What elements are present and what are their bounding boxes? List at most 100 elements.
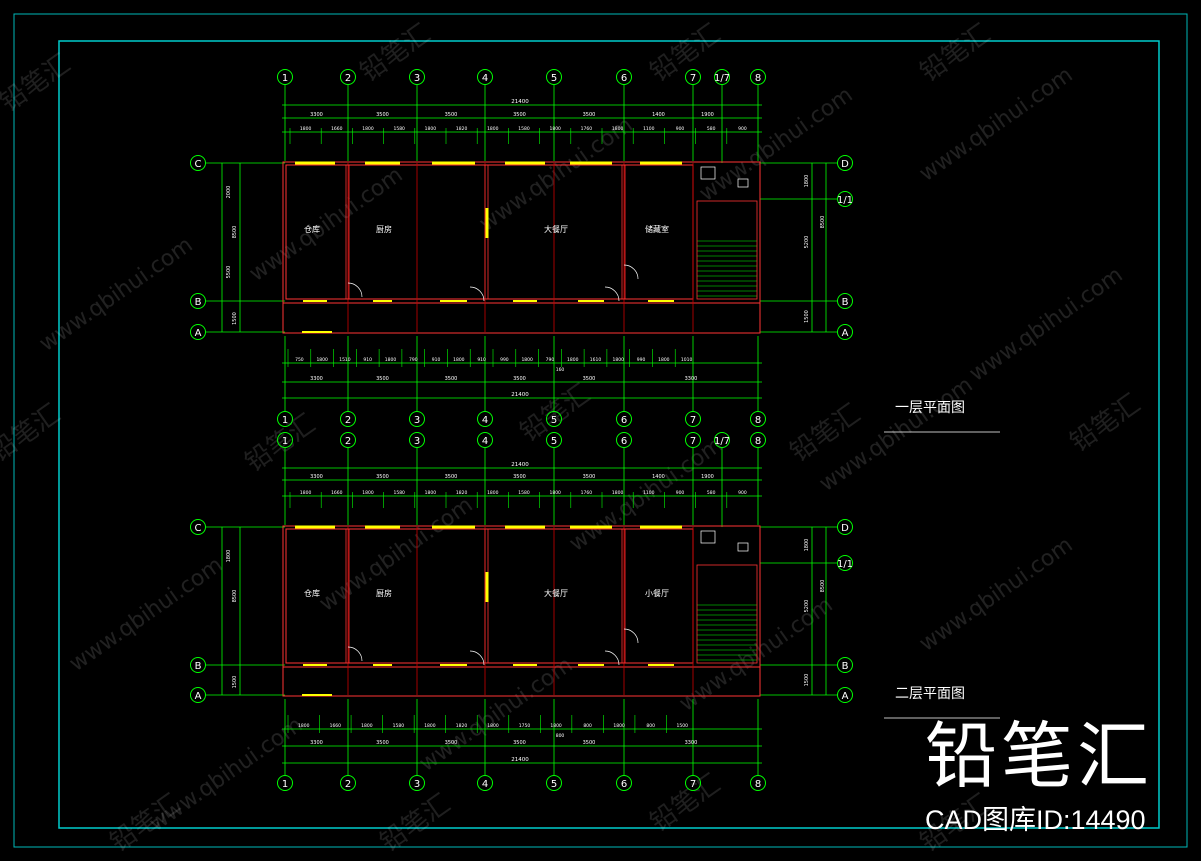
axis-circle — [837, 555, 853, 571]
axis-bubble-top: 8 — [750, 432, 766, 448]
door-arc — [469, 650, 485, 666]
dim-detail: 1100 — [643, 490, 655, 496]
axis-bubble-top: 6 — [616, 69, 632, 85]
axis-circle — [685, 69, 701, 85]
axis-label: 1/1 — [837, 559, 853, 570]
dim-detail: 1800 — [425, 490, 437, 496]
dim-detail: 1800 — [453, 357, 465, 363]
axis-label: 4 — [482, 779, 488, 790]
axis-label: C — [195, 523, 202, 534]
axis-bubble-right: A — [837, 324, 853, 340]
dim-detail: 1580 — [393, 126, 405, 132]
dim-detail: 1660 — [331, 126, 343, 132]
watermark-text: www.qbihui.com — [65, 553, 228, 677]
axis-circle — [837, 324, 853, 340]
dim-vertical: 5200 — [804, 236, 810, 249]
dim-detail: 790 — [409, 357, 418, 363]
dim-detail: 1820 — [456, 490, 468, 496]
door-arc — [604, 286, 620, 302]
axis-bubble-right: D — [837, 155, 853, 171]
partition-wall — [621, 528, 626, 664]
axis-label: 3 — [414, 73, 420, 84]
axis-circle — [685, 432, 701, 448]
axis-circle — [616, 432, 632, 448]
dim-detail: 1800 — [549, 126, 561, 132]
watermark-text: www.qbihui.com — [675, 593, 838, 717]
dim-segment: 3500 — [583, 740, 596, 746]
dim-segment: 3500 — [376, 740, 389, 746]
axis-bubble-bottom: 5 — [546, 411, 562, 427]
dim-detail: 750 — [295, 357, 304, 363]
axis-bubble-bottom: 3 — [409, 775, 425, 791]
axis-label: B — [842, 661, 849, 672]
dim-segment: 3500 — [376, 474, 389, 480]
room-label: 仓库 — [304, 588, 320, 598]
brand-id: CAD图库ID:14490 — [924, 805, 1146, 835]
dim-mid: 800 — [556, 733, 565, 739]
axis-bubble-bottom: 7 — [685, 775, 701, 791]
watermark-brand: 铅笔汇 — [375, 789, 456, 858]
dim-segment: 3500 — [583, 112, 596, 118]
axis-circle — [409, 69, 425, 85]
axis-circle — [546, 432, 562, 448]
dim-segment: 3500 — [445, 376, 458, 382]
dim-detail: 1800 — [549, 490, 561, 496]
stair — [696, 564, 758, 664]
axis-circle — [409, 432, 425, 448]
room-label: 储藏室 — [645, 224, 669, 234]
dim-segment: 3500 — [445, 474, 458, 480]
dim-detail: 1510 — [339, 357, 351, 363]
dim-total: 21400 — [511, 392, 529, 398]
dim-segment: 3300 — [310, 474, 323, 480]
stair — [696, 200, 758, 300]
axis-bubble-left: A — [190, 324, 206, 340]
sink-icon — [737, 178, 749, 188]
axis-label: 3 — [414, 779, 420, 790]
axis-label: 8 — [755, 779, 761, 790]
axis-label: D — [841, 523, 849, 534]
axis-circle — [277, 69, 293, 85]
axis-label: 7 — [690, 779, 696, 790]
axis-bubble-top: 6 — [616, 432, 632, 448]
dim-total: 21400 — [511, 462, 529, 468]
axis-label: B — [195, 661, 202, 672]
dim-detail: 900 — [738, 126, 747, 132]
axis-label: A — [842, 691, 849, 702]
door-arc — [604, 650, 620, 666]
axis-bubble-top: 1 — [277, 69, 293, 85]
dim-segment: 3500 — [583, 474, 596, 480]
dim-detail: 1800 — [487, 126, 499, 132]
dim-detail: 1800 — [487, 490, 499, 496]
door-arc — [623, 628, 639, 644]
axis-circle — [277, 775, 293, 791]
axis-bubble-top: 7 — [685, 432, 701, 448]
dim-detail: 1750 — [519, 723, 531, 729]
dim-mid: 160 — [556, 367, 565, 373]
axis-label: 1/7 — [714, 73, 730, 84]
door-arc — [623, 264, 639, 280]
dim-detail: 1800 — [298, 723, 310, 729]
axis-circle — [616, 411, 632, 427]
stair-box — [696, 200, 758, 300]
axis-bubble-right: B — [837, 293, 853, 309]
dim-vertical: 8500 — [820, 216, 826, 229]
partition-wall — [345, 164, 350, 300]
axis-circle — [409, 775, 425, 791]
dim-segment: 3300 — [310, 112, 323, 118]
axis-bubble-top: 4 — [477, 432, 493, 448]
outer-border — [13, 13, 1188, 848]
dim-vertical: 1500 — [804, 674, 810, 687]
axis-label: 1 — [282, 779, 288, 790]
axis-bubble-bottom: 4 — [477, 775, 493, 791]
axis-bubble-bottom: 6 — [616, 411, 632, 427]
dim-detail: 1760 — [581, 126, 593, 132]
dim-detail: 1800 — [361, 723, 373, 729]
axis-bubble-left: B — [190, 293, 206, 309]
dim-vertical: 5200 — [804, 600, 810, 613]
axis-bubble-top: 3 — [409, 69, 425, 85]
axis-bubble-bottom: 1 — [277, 775, 293, 791]
axis-label: 8 — [755, 415, 761, 426]
brand-name: 铅笔汇 — [924, 714, 1153, 798]
axis-circle — [714, 432, 730, 448]
watermark-text: www.qbihui.com — [965, 263, 1128, 387]
